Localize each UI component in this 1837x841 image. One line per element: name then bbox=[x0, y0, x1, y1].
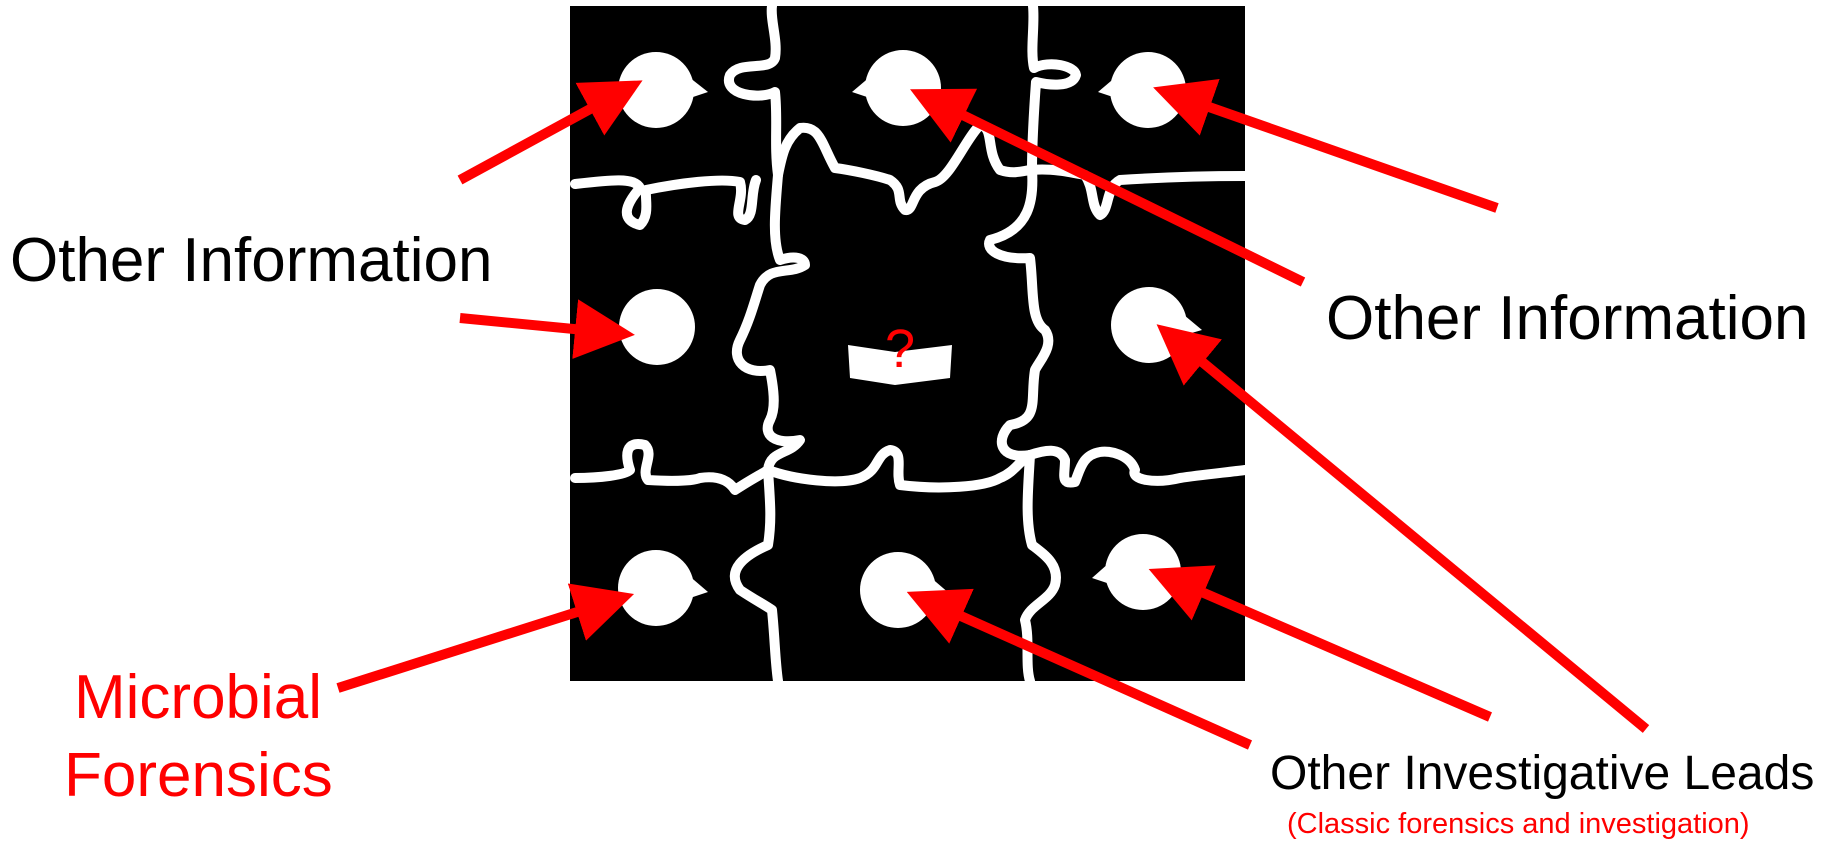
arrow-right-top bbox=[1153, 78, 1499, 213]
center-question-mark: ? bbox=[885, 319, 916, 379]
investigative-leads-label: Other Investigative Leads bbox=[1270, 747, 1815, 800]
arrow-left-top bbox=[457, 80, 643, 185]
arrow-microbial bbox=[336, 583, 635, 693]
speech-bubble-icon bbox=[619, 289, 695, 365]
arrow-right-top-center bbox=[910, 88, 1306, 287]
forensics-label: Forensics bbox=[64, 741, 333, 810]
left-other-information-label: Other Information bbox=[10, 226, 493, 295]
puzzle-seams bbox=[570, 1, 1250, 686]
investigative-subtitle: (Classic forensics and investigation) bbox=[1287, 808, 1750, 840]
right-other-information-label: Other Information bbox=[1326, 284, 1809, 353]
microbial-label: Microbial bbox=[74, 663, 323, 732]
speech-bubble-icon bbox=[618, 550, 708, 626]
arrow-left-mid bbox=[459, 299, 635, 360]
arrow-bottom-center bbox=[906, 588, 1253, 750]
person-reading-icon bbox=[813, 240, 986, 408]
arrow-bottom-right bbox=[1148, 565, 1492, 722]
arrow-right-mid bbox=[1156, 324, 1650, 733]
arrows bbox=[336, 78, 1650, 750]
